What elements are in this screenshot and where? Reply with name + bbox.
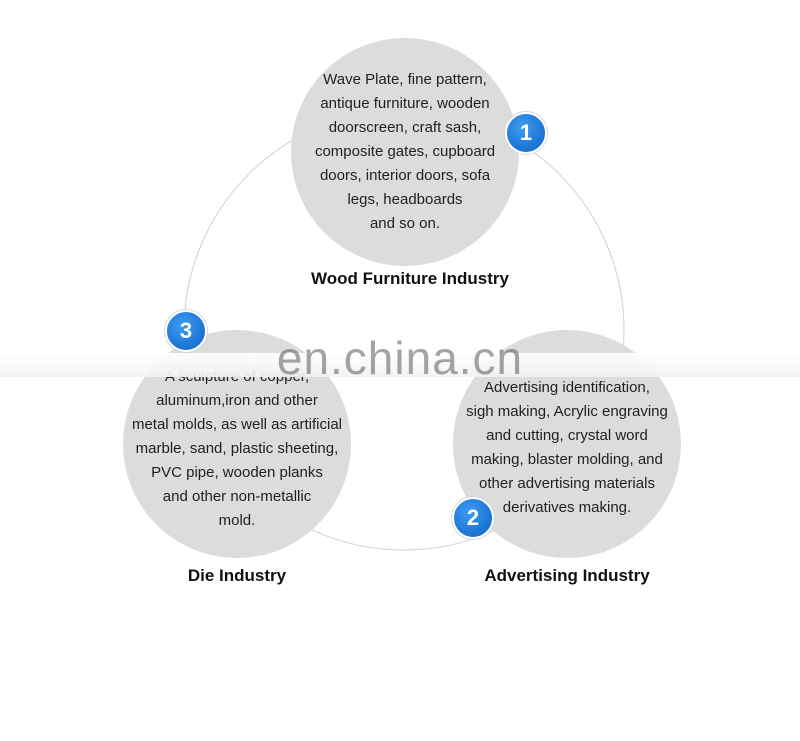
badge-1: 1 — [505, 112, 547, 154]
die-industry-description: A sculpture of copper, aluminum,iron and… — [131, 368, 343, 529]
badge-2: 2 — [452, 497, 494, 539]
wood-furniture-title: Wood Furniture Industry — [310, 269, 509, 288]
advertising-description: Advertising identification, sigh making,… — [466, 379, 668, 516]
die-industry-title: Die Industry — [187, 566, 287, 585]
advertising-title: Advertising Industry — [484, 566, 650, 585]
badge-3: 3 — [165, 310, 207, 352]
wood-furniture-description: Wave Plate, fine pattern, antique furnit… — [314, 71, 496, 232]
wood-furniture-bubble: Wave Plate, fine pattern, antique furnit… — [291, 38, 519, 266]
watermark-text: en.china.cn — [276, 332, 524, 384]
watermark-band — [0, 353, 800, 377]
